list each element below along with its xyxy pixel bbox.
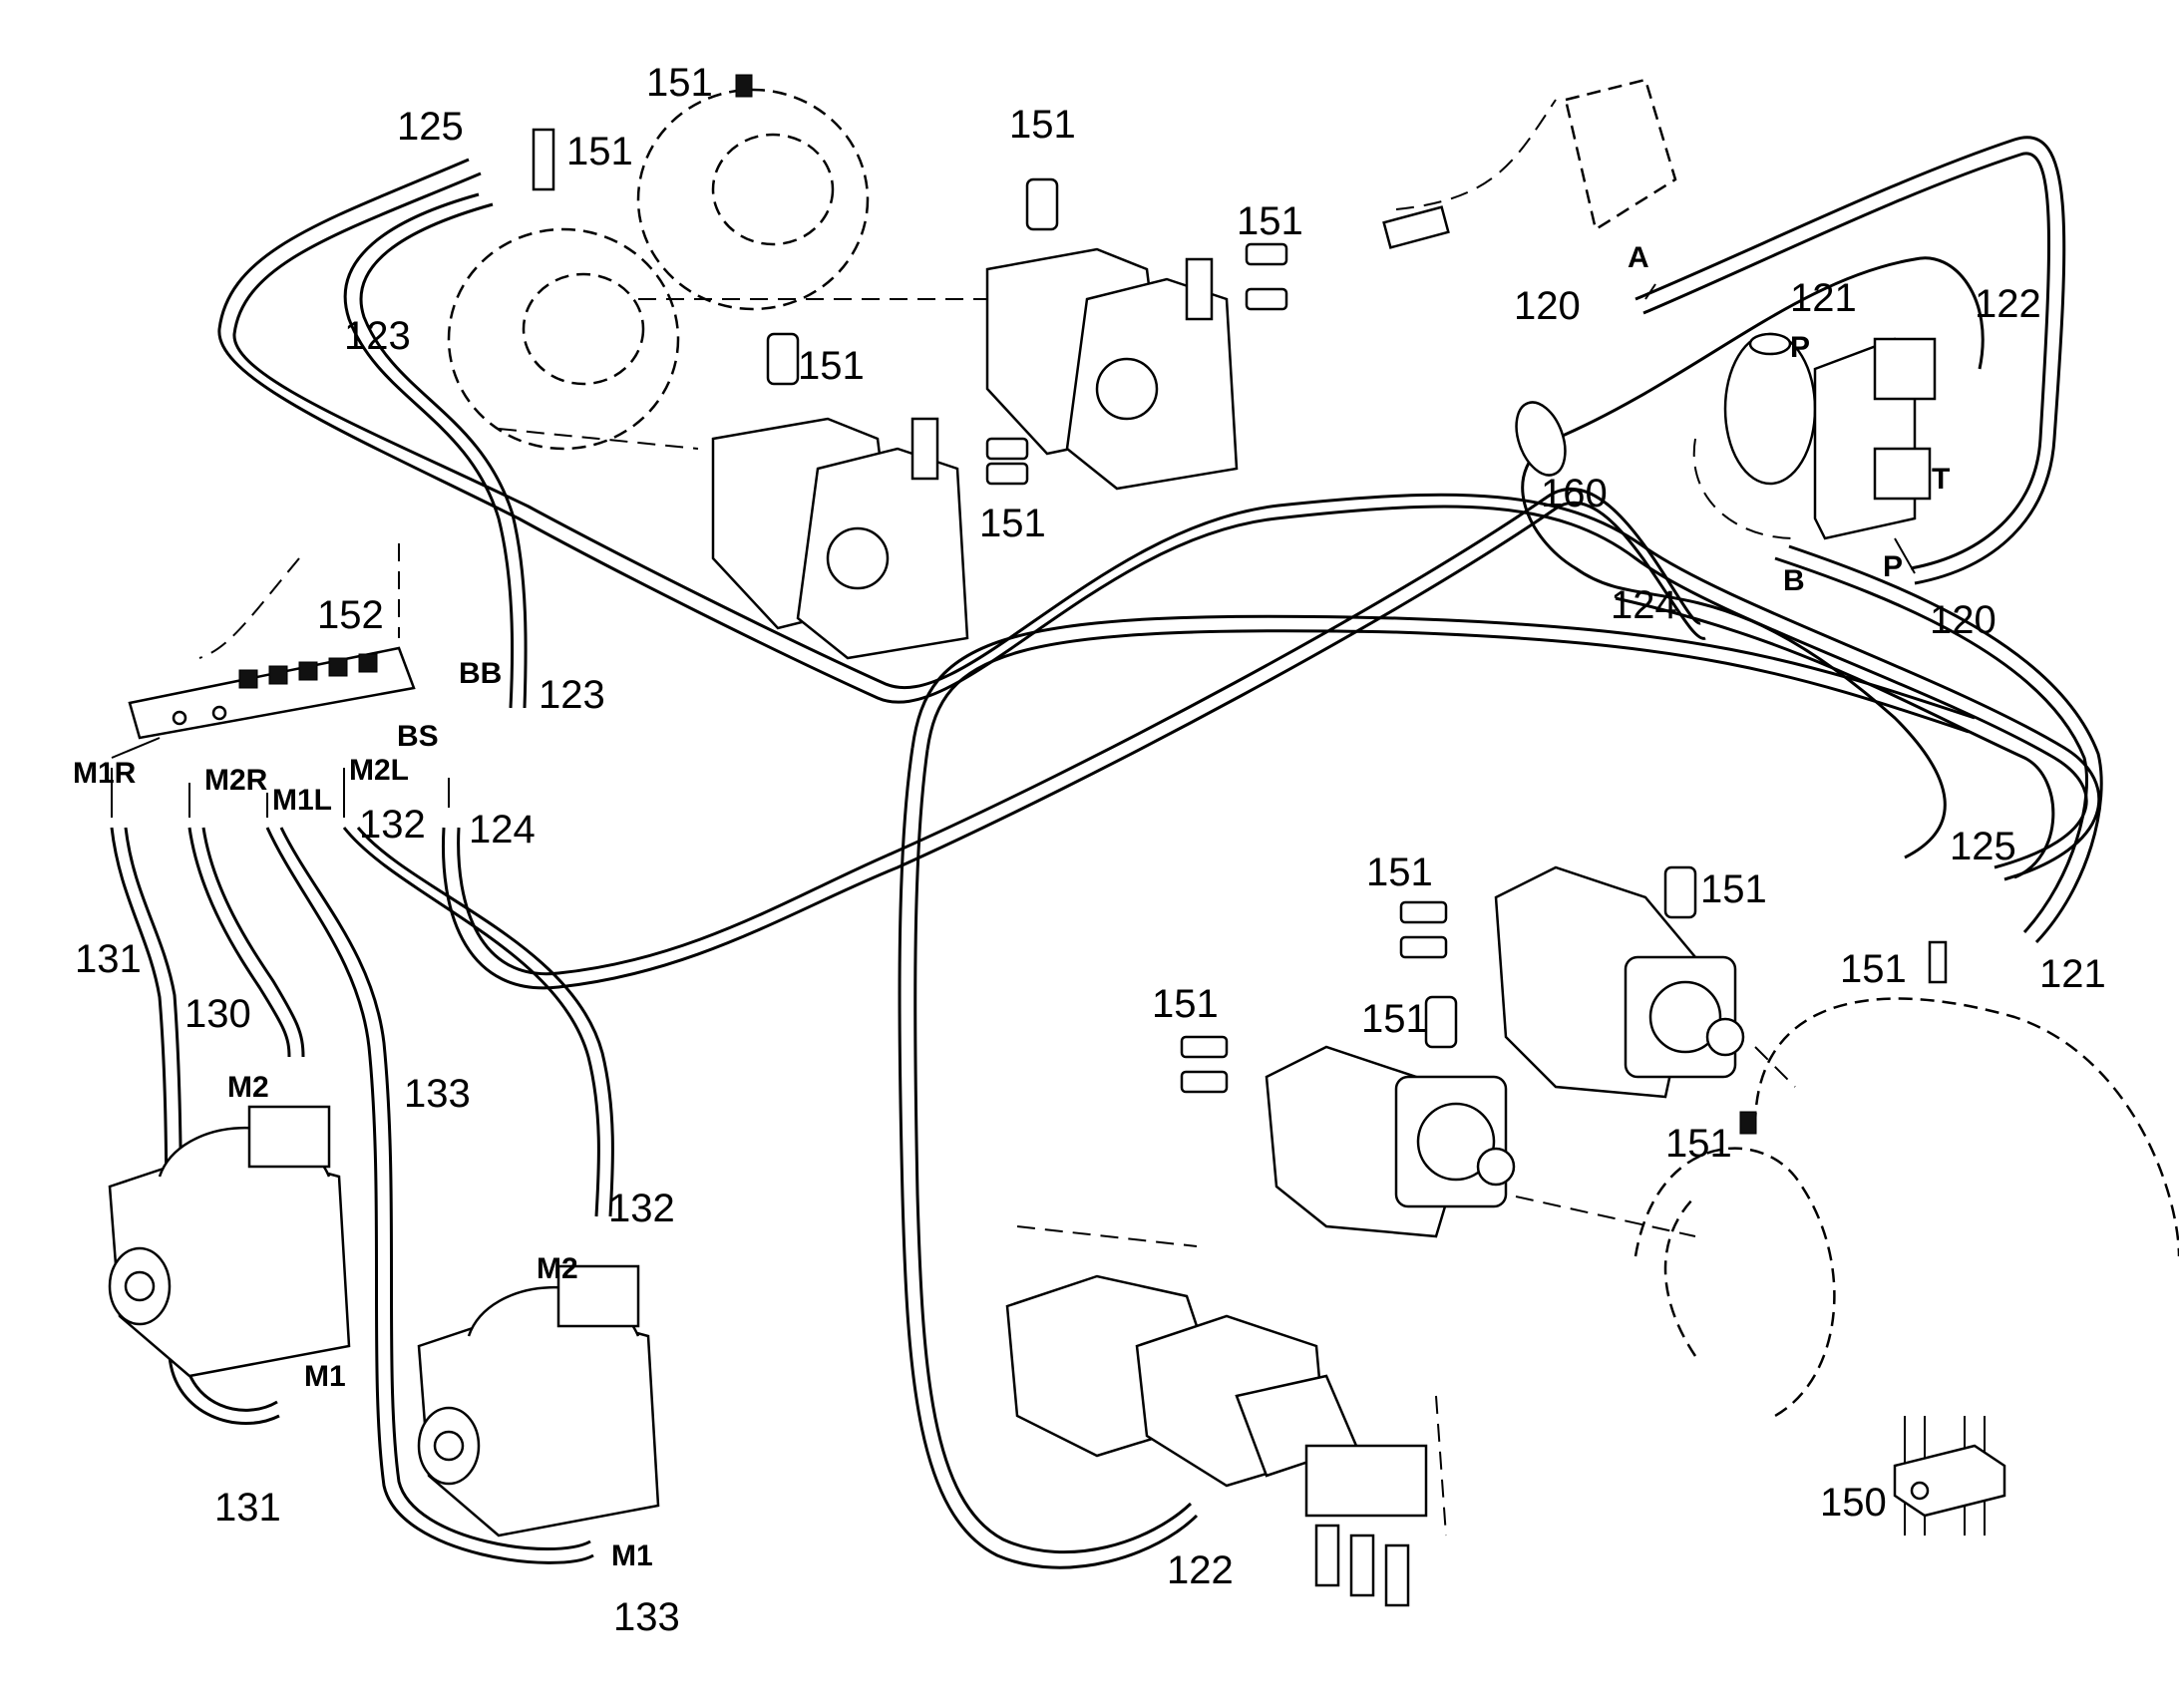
sensor-151-l [1399,935,1448,959]
label-121-lower: 121 [2039,952,2106,996]
label-125-lower: 125 [1950,825,2016,868]
port-p-lower: P [1883,550,1903,583]
port-bs: BS [397,720,439,753]
port-b: B [1783,564,1805,597]
label-160: 160 [1541,472,1608,515]
sensor-151-b [766,332,800,386]
label-151-top: 151 [646,61,713,105]
sensor-151-d [735,74,753,98]
hose-clamp [1893,1416,2006,1536]
port-labels: A B P P T BB BS M1R M2R M1L M2L M2 M1 M2… [73,241,1950,1572]
manifold-block [128,646,416,740]
wheel-rim-lower [1634,997,2179,1418]
label-124-upper: 124 [1611,583,1677,627]
travel-motor-right-upper [1494,865,1745,1099]
label-151-lower-motor-side: 151 [1152,982,1219,1026]
label-133-upper: 133 [404,1072,471,1116]
port-m1r: M1R [73,757,137,790]
label-151-lower-motor: 151 [1361,997,1428,1041]
port-m1-middle-pump: M1 [611,1539,653,1572]
sensor-151-a [1025,177,1059,231]
port-m2-middle-pump: M2 [537,1252,578,1285]
label-151-top-left: 151 [566,130,633,173]
label-123-lower: 123 [539,673,605,717]
label-151-mid: 151 [798,344,865,388]
label-125-top: 125 [397,105,464,149]
label-131-lower: 131 [214,1486,281,1530]
label-150: 150 [1820,1481,1887,1525]
label-120-upper: 120 [1514,284,1581,328]
port-t: T [1932,463,1950,496]
label-131-upper: 131 [75,937,142,981]
leader-lines [111,283,1916,818]
label-151-right-motor: 151 [1700,867,1767,911]
label-120-lower: 120 [1930,598,1997,642]
label-122-upper: 122 [1975,282,2041,326]
valve-block-with-accumulator [1692,332,1937,540]
pump-lower-left [108,1105,351,1378]
sensor-151-p [1928,940,1948,984]
label-132-upper: 132 [359,803,426,847]
sensor-151-k [1399,900,1448,924]
drive-motor-upper-left [711,417,969,660]
label-151-top-center: 151 [1009,103,1076,147]
control-lever [1382,78,1677,249]
label-130: 130 [184,992,251,1036]
label-123-upper: 123 [344,314,411,358]
port-m2l: M2L [349,754,409,787]
label-121-upper: 121 [1790,276,1857,320]
port-m2-left-pump: M2 [227,1071,269,1104]
pump-bottom-assembly [1005,1274,1428,1607]
sensor-151-m [1180,1035,1229,1059]
port-bb: BB [459,657,502,690]
sensor-151-f [1245,287,1288,311]
label-151-mid-lower: 151 [979,502,1046,545]
port-m1-left-pump: M1 [304,1360,346,1393]
label-151-wheel: 151 [1665,1122,1732,1166]
sensor-151-g [985,437,1029,461]
pump-lower-middle [417,1264,660,1537]
port-m2r: M2R [204,764,268,797]
label-151-lower-right: 151 [1840,947,1907,991]
label-133-lower: 133 [613,1595,680,1639]
label-151-right-motor-side: 151 [1366,851,1433,894]
sensor-151-i [1663,865,1697,919]
sensor-151-n [1180,1070,1229,1094]
part-number-labels: 125 151 151 151 151 151 151 123 123 120 … [75,61,2106,1639]
label-151-upper-right-motor: 151 [1237,199,1303,243]
port-p-upper: P [1790,331,1810,364]
travel-motor-right-lower [1265,1045,1516,1238]
sensor-151-e [1245,242,1288,266]
phantom-outlines [198,88,2179,1537]
label-124-lower: 124 [469,808,536,852]
drive-motor-upper-right [985,247,1239,491]
sensor-151-j [1424,995,1458,1049]
port-a: A [1628,241,1649,274]
sensor-151-o [1739,1111,1757,1135]
label-122-lower: 122 [1167,1548,1234,1592]
sensor-151-c [532,128,555,191]
port-m1l: M1L [272,784,332,817]
sensor-151-h [985,462,1029,486]
label-132-lower: 132 [608,1187,675,1230]
label-152: 152 [317,593,384,637]
hose-ring [1515,401,1567,477]
pressure-sensors [532,74,1948,1135]
